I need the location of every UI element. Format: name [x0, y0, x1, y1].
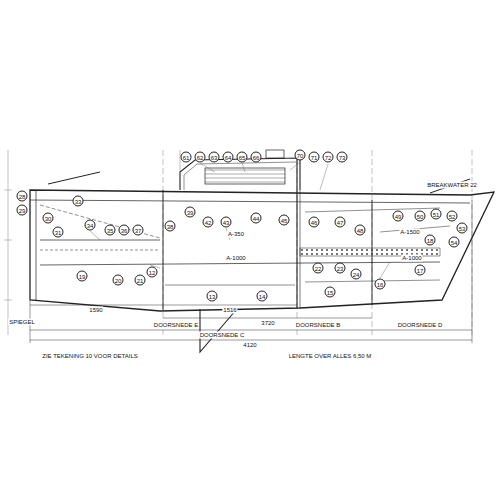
- callout-number: 45: [279, 215, 290, 226]
- callout-number: 53: [457, 223, 468, 234]
- callout-number: 33: [73, 196, 84, 207]
- drawing-label: A-1000: [401, 255, 422, 262]
- drawing-label: A-1000: [225, 255, 246, 262]
- callout-number: 37: [133, 225, 144, 236]
- callout-number: 62: [195, 152, 206, 163]
- callout-number: 46: [309, 217, 320, 228]
- drawing-label: 1516: [222, 307, 237, 314]
- callout-number: 39: [185, 207, 196, 218]
- callout-number: 22: [313, 263, 324, 274]
- callout-number: 47: [335, 217, 346, 228]
- callout-number: 54: [449, 237, 460, 248]
- callout-number: 48: [355, 225, 366, 236]
- callout-number: 44: [251, 213, 262, 224]
- hull-outline: [30, 150, 494, 352]
- callout-number: 28: [17, 191, 28, 202]
- callout-number: 61: [181, 152, 192, 163]
- callout-number: 71: [309, 152, 320, 163]
- callout-number: 72: [323, 152, 334, 163]
- drawing-label: ZIE TEKENING 10 VOOR DETAILS: [41, 353, 138, 360]
- drawing-label: LENGTE OVER ALLES 6,50 M: [288, 353, 373, 360]
- drawing-label: DOORSNEDE C: [199, 332, 246, 339]
- callout-number: 64: [223, 152, 234, 163]
- drawing-label: DOORSNEDE D: [397, 322, 444, 329]
- frame-lines: [4, 150, 472, 335]
- drawing-label: DOORSNEDE B: [295, 322, 341, 329]
- callout-number: 43: [221, 217, 232, 228]
- dimension-lines: [30, 200, 472, 343]
- drawing-label: 4120: [242, 342, 257, 349]
- callout-number: 29: [17, 205, 28, 216]
- callout-number: 51: [431, 209, 442, 220]
- callout-number: 16: [375, 279, 386, 290]
- callout-number: 70: [295, 150, 306, 161]
- callout-number: 13: [207, 291, 218, 302]
- callout-number: 49: [393, 211, 404, 222]
- callout-number: 19: [77, 271, 88, 282]
- callout-number: 24: [351, 269, 362, 280]
- callout-number: 38: [165, 221, 176, 232]
- callout-number: 21: [135, 275, 146, 286]
- callout-number: 15: [325, 287, 336, 298]
- callout-number: 63: [209, 152, 220, 163]
- callout-number: 30: [43, 213, 54, 224]
- drawing-label: A-350: [227, 231, 245, 238]
- drawing-label: 1590: [88, 307, 103, 314]
- callout-number: 18: [425, 235, 436, 246]
- drawing-label: 3720: [260, 320, 275, 327]
- callout-number: 14: [257, 291, 268, 302]
- callout-number: 42: [203, 217, 214, 228]
- drawing-label: BREAKWATER 22: [426, 182, 478, 189]
- callout-number: 50: [415, 211, 426, 222]
- callout-number: 35: [105, 225, 116, 236]
- drawing-label: SPIEGEL: [8, 319, 36, 326]
- callout-number: 23: [335, 263, 346, 274]
- leader-lines: [90, 162, 390, 278]
- callout-number: 66: [251, 152, 262, 163]
- callout-number: 52: [447, 211, 458, 222]
- drawing-label: A-1500: [399, 229, 420, 236]
- callout-number: 17: [415, 265, 426, 276]
- callout-number: 31: [53, 227, 64, 238]
- drawing-label: DOORSNEDE E: [153, 322, 199, 329]
- callout-number: 12: [147, 267, 158, 278]
- callout-number: 20: [113, 275, 124, 286]
- callout-number: 36: [119, 225, 130, 236]
- callout-number: 73: [337, 152, 348, 163]
- callout-number: 65: [237, 152, 248, 163]
- callout-number: 34: [85, 220, 96, 231]
